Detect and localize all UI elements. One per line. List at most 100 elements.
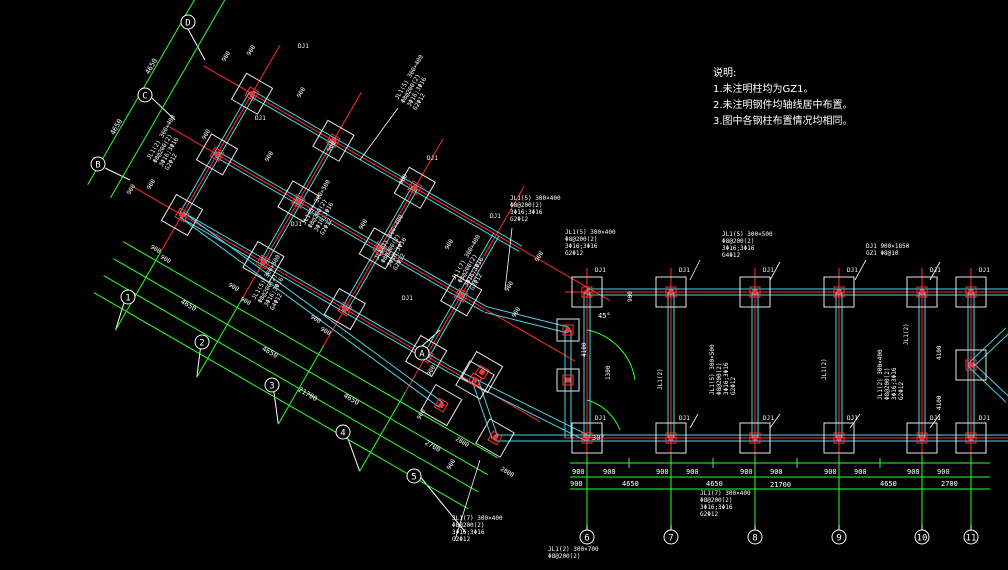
dim-text: 900 xyxy=(603,468,616,476)
dim-text: 900 xyxy=(159,254,172,266)
leader-line xyxy=(359,107,399,161)
beam-diagonal xyxy=(968,327,1007,364)
beam-tag: 3Φ16;3Φ16 xyxy=(723,362,730,395)
pad-footing-skew xyxy=(455,360,495,400)
beam-tag: G2Φ12 xyxy=(452,536,470,543)
footing-outline xyxy=(655,276,687,308)
beam-tag: Φ8@200(2) xyxy=(722,238,755,245)
pad-footing-skew xyxy=(160,193,204,237)
column-outline xyxy=(209,146,225,162)
beam-tag: JL1(5) 300×500 xyxy=(722,231,773,238)
column-core xyxy=(259,258,267,266)
axis-bubble-letter xyxy=(137,87,153,103)
dim-text: 2700 xyxy=(941,480,958,488)
axis-bubble-label: 2 xyxy=(199,339,204,349)
column-outline xyxy=(965,359,977,371)
axis-bubble-number xyxy=(194,334,210,350)
column-outline xyxy=(562,374,574,386)
pad-footing-skew xyxy=(475,418,515,458)
beam-tag: G2Φ12 xyxy=(510,216,528,223)
column-outline xyxy=(290,193,306,209)
beam-skew-col xyxy=(423,233,495,355)
dim-text: 4100 xyxy=(936,345,943,360)
column-core xyxy=(584,435,590,441)
pad-footing-top xyxy=(739,276,771,308)
beam-skew-col xyxy=(260,139,332,261)
column-core xyxy=(968,362,974,368)
footing-tag: DJ1 xyxy=(979,267,990,274)
pad-footing-top xyxy=(823,276,855,308)
beam-connector xyxy=(484,311,568,334)
notes-block: 说明: 1.未注明柱均为GZ1。 2.未注明钢件均轴线居中布置。 3.图中各钢柱… xyxy=(713,66,853,130)
footing-tag: DJ1 xyxy=(298,43,309,50)
beam-skew-row xyxy=(253,90,523,247)
column-core xyxy=(437,401,445,409)
dimension-lines xyxy=(87,0,990,525)
column-outline xyxy=(581,286,593,298)
beam-tag: Φ8@200(2) xyxy=(452,522,485,529)
beam-skew-row xyxy=(218,151,488,308)
column-core xyxy=(294,197,302,205)
bubble-leader xyxy=(104,167,131,181)
pad-footing-skew xyxy=(420,383,463,427)
beam-skew-diag xyxy=(179,217,440,408)
pad-footing-wedge xyxy=(556,368,580,392)
beam-tag: Φ8@200(2) xyxy=(565,236,598,243)
angle-arc xyxy=(586,329,636,381)
footing-tag: DJ1 xyxy=(595,415,606,422)
leader-line xyxy=(849,413,861,429)
footing-outline xyxy=(955,422,987,454)
dim-line-skew xyxy=(103,275,479,493)
column-core xyxy=(178,211,186,219)
notes-item-1: 1.未注明柱均为GZ1。 xyxy=(713,84,814,95)
column-outline xyxy=(916,432,928,444)
pad-footing-skew xyxy=(230,72,274,115)
footing-tag: DJ1 xyxy=(291,221,302,228)
dim-text: 900 xyxy=(627,291,634,302)
column-core xyxy=(968,289,974,295)
beam-diagonal xyxy=(968,366,1007,403)
dim-text: 900 xyxy=(824,468,837,476)
beam-skew-col xyxy=(265,142,337,264)
footing-outline xyxy=(823,422,855,454)
pad-footing-top xyxy=(571,276,603,308)
footing-outline xyxy=(739,422,771,454)
footing-outline xyxy=(160,193,204,237)
footing-outline xyxy=(323,287,366,331)
column-core xyxy=(248,90,256,98)
footing-outline xyxy=(823,276,855,308)
column-outline xyxy=(749,432,761,444)
angle-text: 45° xyxy=(598,312,611,320)
column-outline xyxy=(407,180,423,196)
beam-tag: JL1(7) 300×400 xyxy=(452,515,503,522)
column-outline xyxy=(255,254,271,270)
beam-tag: 3Φ16;3Φ16 xyxy=(510,209,543,216)
axis-bubble-label: 11 xyxy=(966,534,977,544)
dim-text: 900 xyxy=(511,306,523,319)
beam-tag: 3Φ16;3Φ16 xyxy=(565,243,598,250)
column-core xyxy=(668,289,674,295)
footing-tag: DJ1 xyxy=(930,415,941,422)
pad-footing-bottom xyxy=(955,422,987,454)
beam-tag: JL1(5) 300×400 xyxy=(510,195,561,202)
column-outline xyxy=(453,287,469,303)
dim-ext-skew xyxy=(196,298,243,378)
dim-text: 900 xyxy=(770,468,783,476)
pad-footing-skew xyxy=(195,133,239,176)
dim-text: 900 xyxy=(264,150,276,163)
beam-skew-row xyxy=(183,211,453,368)
pad-footings xyxy=(160,72,987,458)
footing-outline xyxy=(455,360,495,400)
axis-bubble-number xyxy=(579,529,595,545)
notes-title: 说明: xyxy=(713,68,737,79)
axis-bubble-label: C xyxy=(142,92,147,102)
beam-tag: G2Φ12 xyxy=(700,511,718,518)
footing-tag: DJ1 xyxy=(847,267,858,274)
column-core xyxy=(213,150,221,158)
angle-arc xyxy=(586,399,621,431)
footing-outline xyxy=(195,133,239,176)
dim-ext-skew xyxy=(277,345,325,425)
bubble-leader xyxy=(421,329,441,347)
axis-bubble-number xyxy=(963,529,979,545)
beam-tag: Φ8@200(2) xyxy=(700,497,733,504)
